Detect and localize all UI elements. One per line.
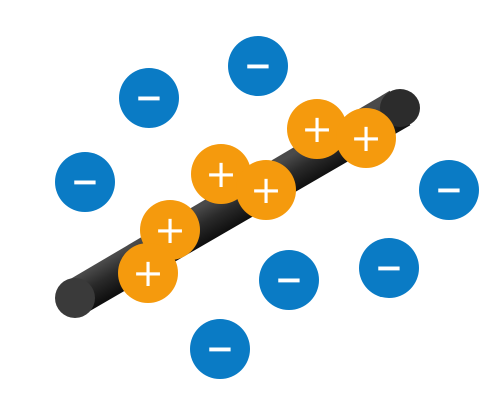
negative-ion: − xyxy=(119,68,179,128)
negative-ion: − xyxy=(259,250,319,310)
negative-ion: − xyxy=(55,152,115,212)
negative-ions: − − − − − − − xyxy=(55,36,479,379)
negative-ion: − xyxy=(359,238,419,298)
negative-ion: − xyxy=(190,319,250,379)
negative-sign: − xyxy=(244,46,273,86)
positive-ion: + xyxy=(191,144,251,204)
positive-ion: + xyxy=(118,243,178,303)
positive-ion: + xyxy=(287,99,347,159)
positive-sign: + xyxy=(154,208,186,252)
positive-ions: + + + + + + xyxy=(118,99,396,303)
negative-sign: − xyxy=(135,78,164,118)
negative-sign: − xyxy=(71,162,100,202)
negative-sign: − xyxy=(206,329,235,369)
negative-sign: − xyxy=(375,248,404,288)
negative-ion: − xyxy=(419,160,479,220)
positive-sign: + xyxy=(250,168,282,212)
positive-ion: + xyxy=(236,160,296,220)
negative-sign: − xyxy=(275,260,304,300)
positive-sign: + xyxy=(350,116,382,160)
negative-ion: − xyxy=(228,36,288,96)
positive-sign: + xyxy=(132,251,164,295)
positive-ion: + xyxy=(336,108,396,168)
negative-sign: − xyxy=(435,170,464,210)
positive-sign: + xyxy=(205,152,237,196)
positive-sign: + xyxy=(301,107,333,151)
